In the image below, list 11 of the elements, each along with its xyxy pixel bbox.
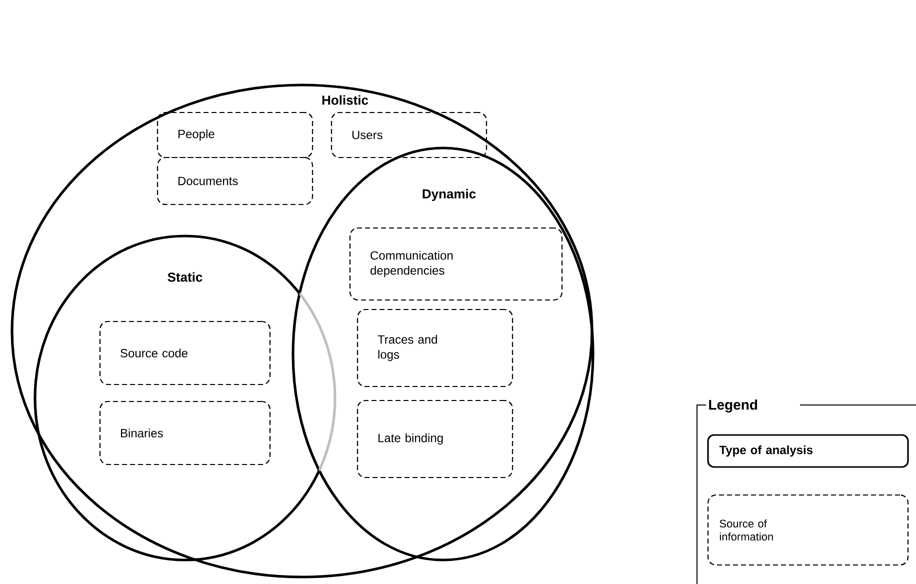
source-box: Source code [99, 320, 271, 386]
source-box: Binaries [99, 400, 271, 466]
source-box: Late binding [356, 400, 514, 478]
source-box: People [156, 112, 314, 158]
legend-analysis-box: Type of analysis [707, 434, 909, 468]
source-box: Traces and logs [356, 308, 514, 388]
source-box: Documents [156, 156, 314, 206]
legend-title: Legend [709, 399, 758, 413]
legend-source-box: Source of information [707, 494, 909, 566]
source-box: Communication dependencies [349, 227, 563, 301]
source-box: Users [330, 112, 488, 158]
